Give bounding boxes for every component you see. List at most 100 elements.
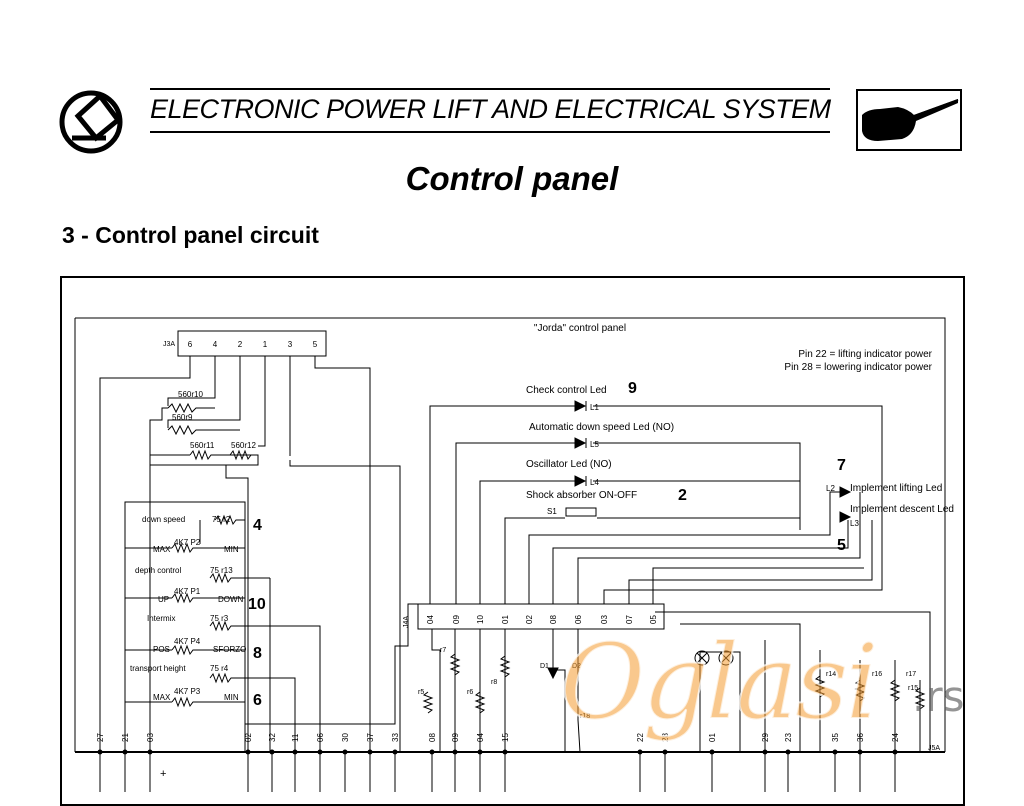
resistor-r14: [814, 675, 826, 698]
bottom-terminal-label: 33: [391, 733, 400, 742]
inner-border: [75, 317, 946, 752]
bottom-terminal-label: 21: [121, 733, 130, 742]
led-l4-icon: [574, 475, 587, 487]
ref-l1: 9: [628, 380, 637, 397]
resistor-560r10: [167, 402, 215, 414]
j3a-pin: 6: [188, 340, 193, 349]
pot-min: UP: [158, 595, 169, 604]
section-title: 3 - Control panel circuit: [62, 222, 319, 248]
component-label: r6: [467, 689, 473, 696]
ref-switch: 2: [678, 487, 687, 504]
pot-id: 4K7 P3: [174, 687, 201, 696]
led-code-l2: L2: [826, 484, 835, 493]
connector-j4a: [417, 603, 665, 630]
brand-logo-icon: [59, 90, 123, 154]
pot-group-depth-control: [125, 572, 270, 604]
j3a-pin: 2: [238, 340, 243, 349]
page-title: Control panel: [405, 160, 619, 197]
pot-max: DOWN: [218, 595, 244, 604]
j4a-pin-label: 08: [549, 615, 558, 624]
circuit-schematic: "Jorda" control panel Pin 22 = lifting i…: [74, 317, 954, 792]
ref-pot: 6: [253, 692, 262, 709]
document-title: ELECTRONIC POWER LIFT AND ELECTRICAL SYS…: [150, 94, 831, 124]
switch-code: S1: [547, 507, 557, 516]
pot-title: Intermix: [147, 614, 175, 623]
pot-title: transport height: [130, 664, 186, 673]
bottom-terminal-label: 27: [96, 733, 105, 742]
resistor-label: 560r10: [178, 390, 203, 399]
bottom-terminal-label: 35: [831, 733, 840, 742]
led-code-l5: L5: [590, 440, 599, 449]
led-code-l3: L3: [850, 519, 859, 528]
led-label-l4: Oscillator Led (NO): [526, 459, 612, 470]
resistor-r5: [422, 691, 434, 714]
pot-group-intermix: [125, 620, 321, 752]
pot-max: MIN: [224, 545, 239, 554]
resistor-560r11: [189, 449, 230, 461]
bottom-terminal-label: 24: [891, 733, 900, 742]
component-label: r8: [491, 679, 497, 686]
pot-id: 4K7 P4: [174, 637, 201, 646]
j3a-pin: 4: [213, 340, 218, 349]
bottom-terminal-label: 09: [451, 733, 460, 742]
component-label: r5: [418, 689, 424, 696]
ref-l3: 5: [837, 537, 846, 554]
component-label: r7: [440, 647, 446, 654]
pointing-hand-box: [856, 89, 962, 151]
switch-label: Shock absorber ON-OFF: [526, 490, 637, 501]
resistor-r8: [499, 655, 511, 678]
bottom-terminal-label: 11: [291, 733, 300, 742]
resistor-560r9: [167, 424, 240, 436]
ref-pot: 10: [248, 596, 266, 613]
resistor-560r12: [229, 449, 252, 461]
component-label: r16: [872, 671, 882, 678]
connector-j5a-label: J5A: [928, 745, 940, 752]
bottom-terminal-label: 37: [366, 733, 375, 742]
resistor-r7: [449, 653, 461, 676]
switch-s1: [565, 507, 597, 517]
led-l2-icon: [839, 486, 852, 498]
ref-pot: 8: [253, 645, 262, 662]
j4a-pin-label: 05: [649, 615, 658, 624]
lamp-x2-icon: [718, 650, 734, 666]
pot-trim: 75 r13: [210, 566, 233, 575]
bottom-terminal-label: 15: [501, 733, 510, 742]
pot-trim: 75 r3: [210, 614, 229, 623]
j3a-pin: 5: [313, 340, 318, 349]
pot-id: 4K7 P1: [174, 587, 201, 596]
led-l5-icon: [574, 437, 587, 449]
led-l1-icon: [574, 400, 587, 412]
pot-group-down-speed: [125, 514, 245, 554]
plus-sign: +: [160, 768, 166, 780]
bottom-terminal-label: 22: [636, 733, 645, 742]
component-label: r18: [580, 713, 590, 720]
lamp-x1-icon: [694, 650, 710, 666]
ref-pot: 4: [253, 517, 262, 534]
led-label-l2: Implement lifting Led: [850, 483, 942, 494]
pot-min: POS: [153, 645, 170, 654]
pot-min: MAX: [153, 545, 171, 554]
resistor-label: 560r9: [172, 413, 193, 422]
resistor-r6: [474, 691, 486, 714]
resistor-r16: [854, 679, 866, 702]
led-l3-icon: [839, 511, 852, 523]
connector-j4a-label: J4A: [403, 616, 410, 628]
bottom-terminal-label: 02: [244, 733, 253, 742]
bottom-terminal-label: 08: [428, 733, 437, 742]
j4a-pin-label: 03: [600, 615, 609, 624]
j3a-pin: 1: [263, 340, 268, 349]
pot-max: SFORZO: [213, 645, 246, 654]
pot-group-transport-height: [125, 672, 296, 752]
diode-d1-icon: [547, 667, 559, 680]
note-pin-28: Pin 28 = lowering indicator power: [784, 362, 932, 373]
j4a-pin-label: 01: [501, 615, 510, 624]
bottom-terminal-label: 06: [316, 733, 325, 742]
j4a-pin-label: 06: [574, 615, 583, 624]
j4a-pin-label: 02: [525, 615, 534, 624]
bottom-terminal-label: 32: [268, 733, 277, 742]
bottom-terminal-label: 04: [476, 733, 485, 742]
pot-trim: 75 r2: [212, 515, 231, 524]
pot-title: depth control: [135, 566, 181, 575]
j4a-pin-label: 07: [625, 615, 634, 624]
connector-j3a-label: J3A: [163, 341, 175, 348]
